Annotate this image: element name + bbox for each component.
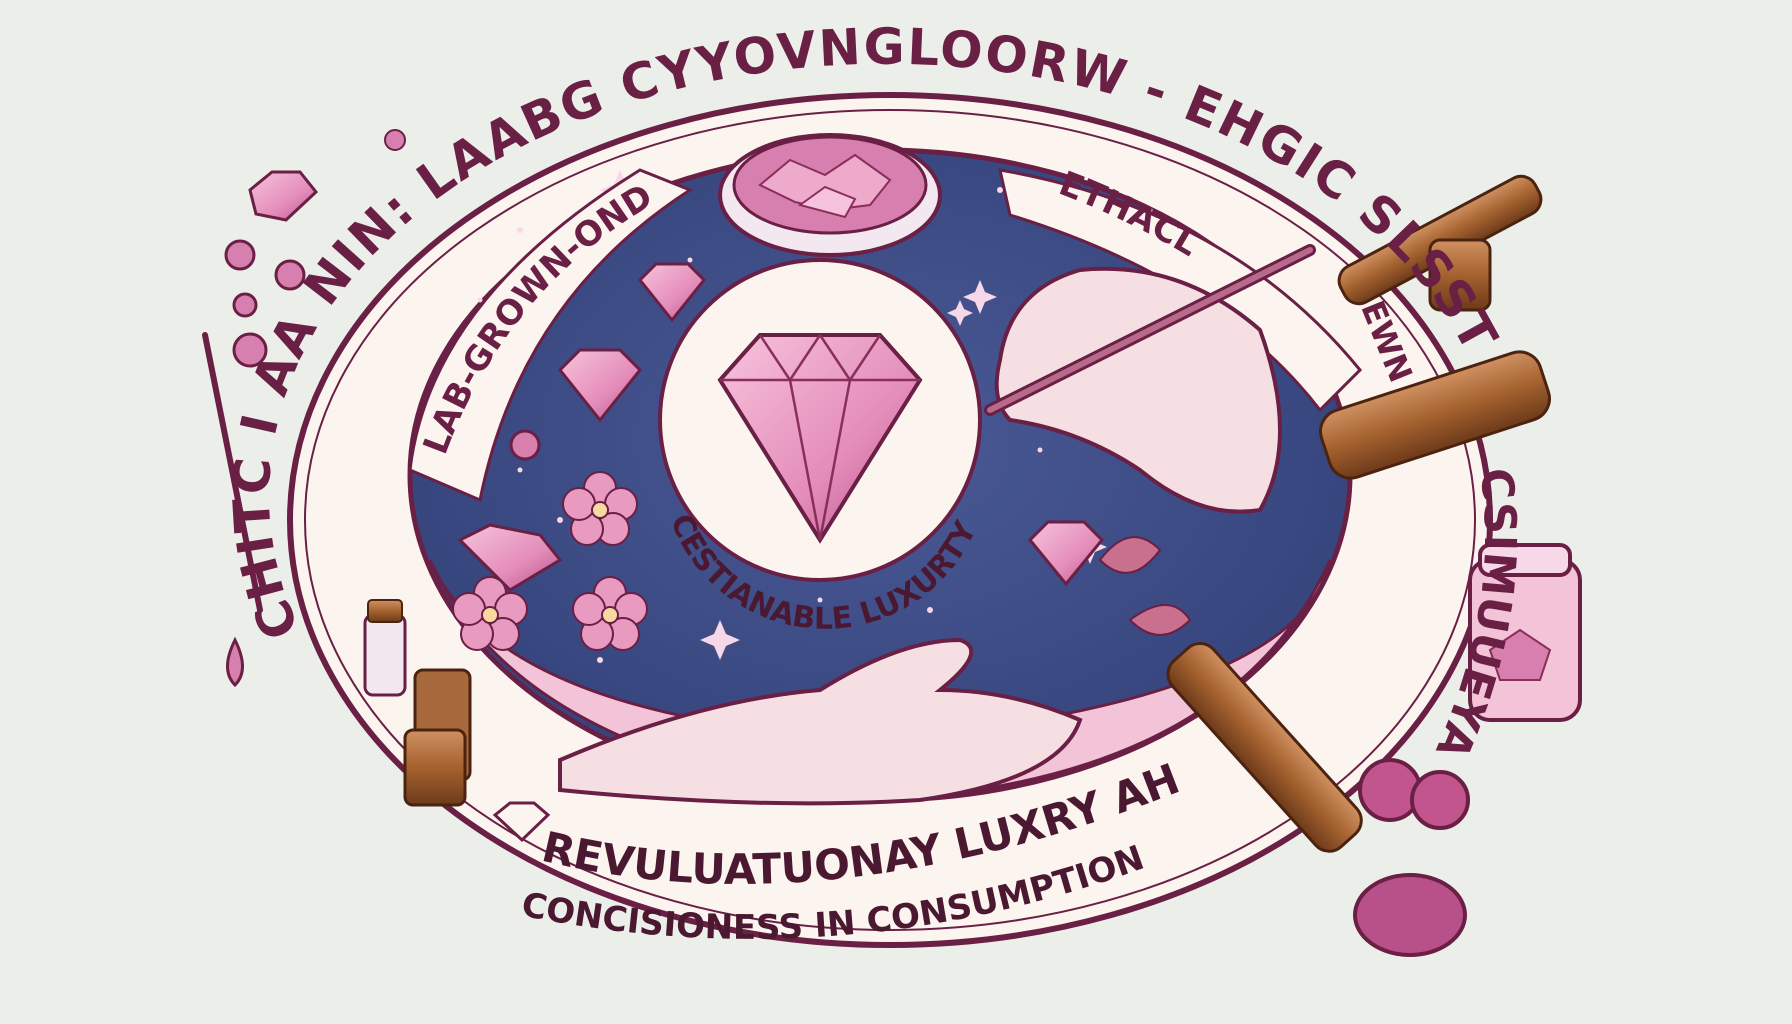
diamond-icon <box>1027 520 1105 587</box>
flower-icon <box>452 576 528 651</box>
leaf-icon <box>1128 604 1192 636</box>
banner-left <box>408 168 694 503</box>
diamond-icon <box>637 262 707 323</box>
leaf-icon <box>1098 536 1162 574</box>
loose-gems <box>457 262 1105 592</box>
seal-icon <box>1358 758 1422 822</box>
diamond-icon <box>248 170 319 222</box>
flower-icon <box>562 471 638 546</box>
loupe-icon <box>1166 174 1551 853</box>
upper-hand <box>994 266 1282 514</box>
bottles <box>363 599 472 807</box>
diamond-icon <box>492 801 551 843</box>
diamond-icon <box>557 348 643 423</box>
pencil-icon <box>202 332 263 613</box>
outer-ring-inner-line <box>304 109 1476 931</box>
sparkle-icon <box>963 280 997 314</box>
diamond-icon <box>717 333 923 544</box>
side-gems <box>224 129 551 843</box>
flower-icon <box>572 576 648 651</box>
seal-icon <box>1410 770 1470 830</box>
sparkle-icon <box>700 620 740 660</box>
sparkle-icon <box>947 300 973 326</box>
brush-icon <box>1353 873 1467 957</box>
petri-dish-icon <box>718 133 942 257</box>
tweezers-icon <box>984 244 1316 416</box>
jar-icon <box>1468 543 1582 722</box>
banner-right <box>998 168 1363 413</box>
flowers <box>452 471 1192 651</box>
lower-hand <box>558 637 1083 806</box>
